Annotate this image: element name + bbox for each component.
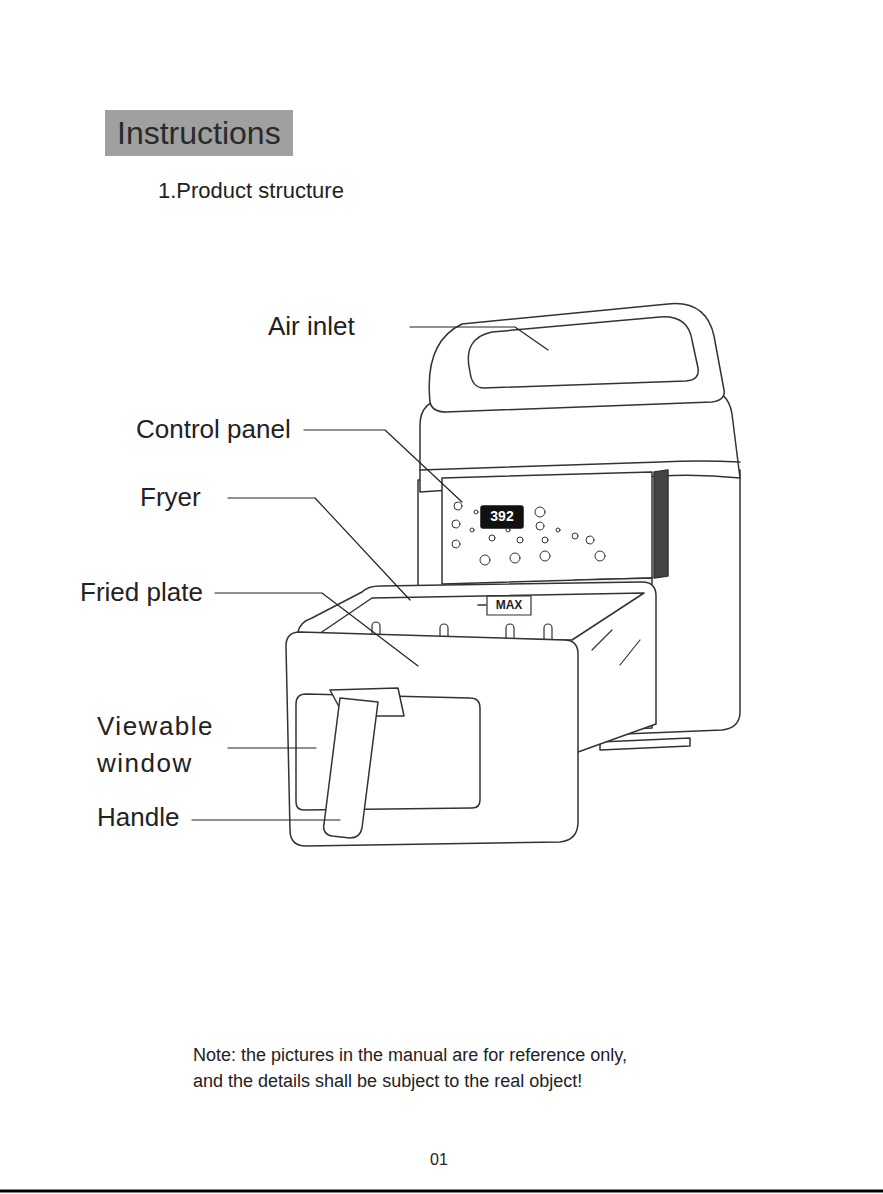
drawing-part [536, 522, 544, 530]
part-label: Air inlet [268, 311, 355, 342]
page-rule [0, 1190, 883, 1193]
part-label: Fryer [140, 482, 201, 513]
drawing-part [586, 536, 594, 544]
handle [324, 698, 378, 838]
drawing-part [474, 510, 478, 514]
drawing-part [535, 507, 545, 517]
leader-lines [192, 327, 548, 820]
drawing-part [452, 540, 460, 548]
housing-band [420, 461, 740, 470]
drawing-part [540, 551, 550, 561]
page-number: 01 [430, 1150, 448, 1169]
drawing-part [517, 537, 523, 543]
drawing-part [304, 430, 462, 502]
drawing-part [228, 498, 410, 600]
drawing-part [192, 819, 340, 820]
lid-top [429, 304, 724, 412]
drawing-part [592, 630, 640, 665]
basket-front [286, 632, 578, 846]
drawing-part [489, 535, 495, 541]
side-accent [654, 470, 668, 578]
drawing-part [510, 553, 520, 563]
max-box [487, 596, 531, 615]
drawing-part [452, 520, 460, 528]
drawing-part [480, 555, 490, 565]
basket-inner-rim [316, 593, 644, 640]
drawing-part [215, 593, 418, 666]
control-panel [442, 472, 652, 584]
drawing-part [454, 502, 462, 510]
drawing-part [228, 747, 316, 748]
drawing-part [410, 327, 548, 350]
display-reading: 392 [481, 508, 523, 525]
section-heading: 1.Product structure [158, 178, 344, 204]
part-label: Control panel [136, 414, 291, 445]
part-label: Handle [97, 802, 179, 833]
section-title: Instructions [105, 110, 293, 156]
drawing-part [572, 533, 578, 539]
drawing-part [556, 528, 560, 532]
drawing-part [506, 528, 510, 532]
drawing-part [542, 537, 548, 543]
max-mark: MAX [488, 598, 530, 612]
display [481, 506, 523, 528]
panel-icons [452, 502, 605, 565]
drawing-part [595, 551, 605, 561]
part-label: Viewable window [97, 708, 222, 782]
drawing-part [470, 528, 474, 532]
note: Note: the pictures in the manual are for… [193, 1042, 643, 1094]
max-line [478, 604, 486, 606]
part-label: Fried plate [80, 577, 203, 608]
